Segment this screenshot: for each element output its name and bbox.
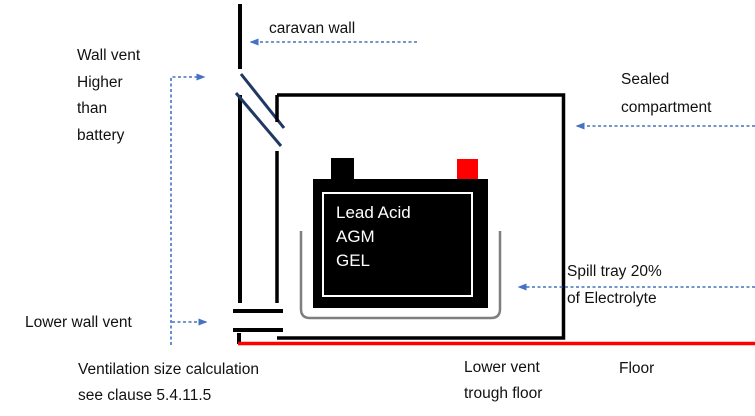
battery-body xyxy=(313,179,488,308)
sealed-compartment-label: Sealed compartment xyxy=(621,71,712,116)
spill-tray-shape xyxy=(299,231,502,320)
floor-label: Floor xyxy=(619,360,655,377)
lower-vent-floor-label: Lower vent trough floor xyxy=(464,359,543,402)
battery-type-label: Lead Acid AGM GEL xyxy=(336,203,411,270)
caravan-wall-label: caravan wall xyxy=(269,20,356,37)
spill-tray-label: Spill tray 20% of Electrolyte xyxy=(567,263,662,307)
wall-vent-connector xyxy=(170,73,206,345)
battery-label-box xyxy=(322,192,473,297)
lower-wall-vent-label: Lower wall vent xyxy=(25,314,132,331)
sealed-compartment-outline xyxy=(277,93,566,340)
upper-vent-flap-inner xyxy=(234,92,283,147)
battery-terminal-negative xyxy=(331,158,354,182)
wall-vent-label: Wall vent Higher than battery xyxy=(77,47,141,145)
battery-terminal-positive xyxy=(457,159,478,182)
ventilation-note-label: Ventilation size calculation see clause … xyxy=(78,361,259,404)
